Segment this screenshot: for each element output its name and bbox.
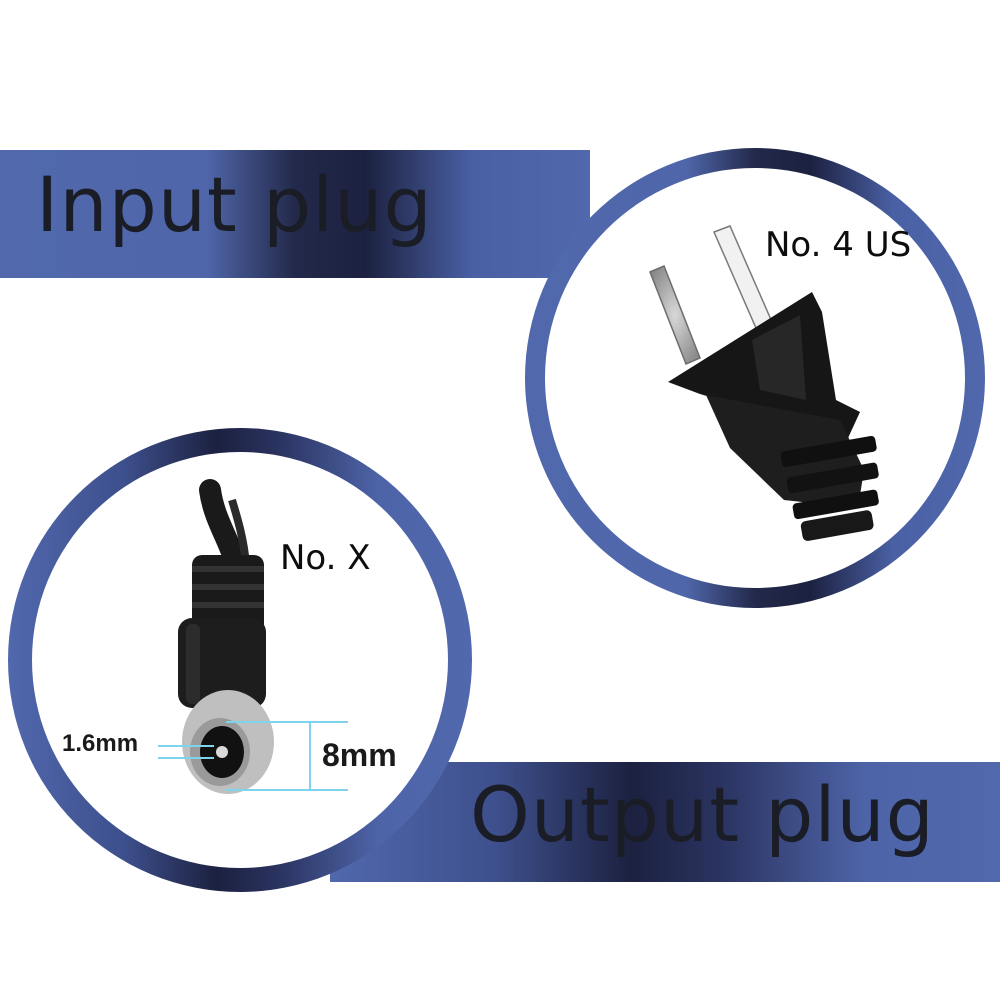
input-model-label: No. 4 US xyxy=(765,225,912,265)
dimension-lines xyxy=(158,721,348,791)
outer-diameter-label: 8mm xyxy=(322,737,397,773)
input-plug-heading: Input plug xyxy=(36,160,433,249)
dc-barrel-plug-icon xyxy=(178,479,274,794)
pin-diameter-label: 1.6mm xyxy=(62,730,139,757)
us-plug-icon xyxy=(649,225,879,541)
output-model-label: No. X xyxy=(280,538,371,578)
output-plug-heading: Output plug xyxy=(470,770,935,859)
